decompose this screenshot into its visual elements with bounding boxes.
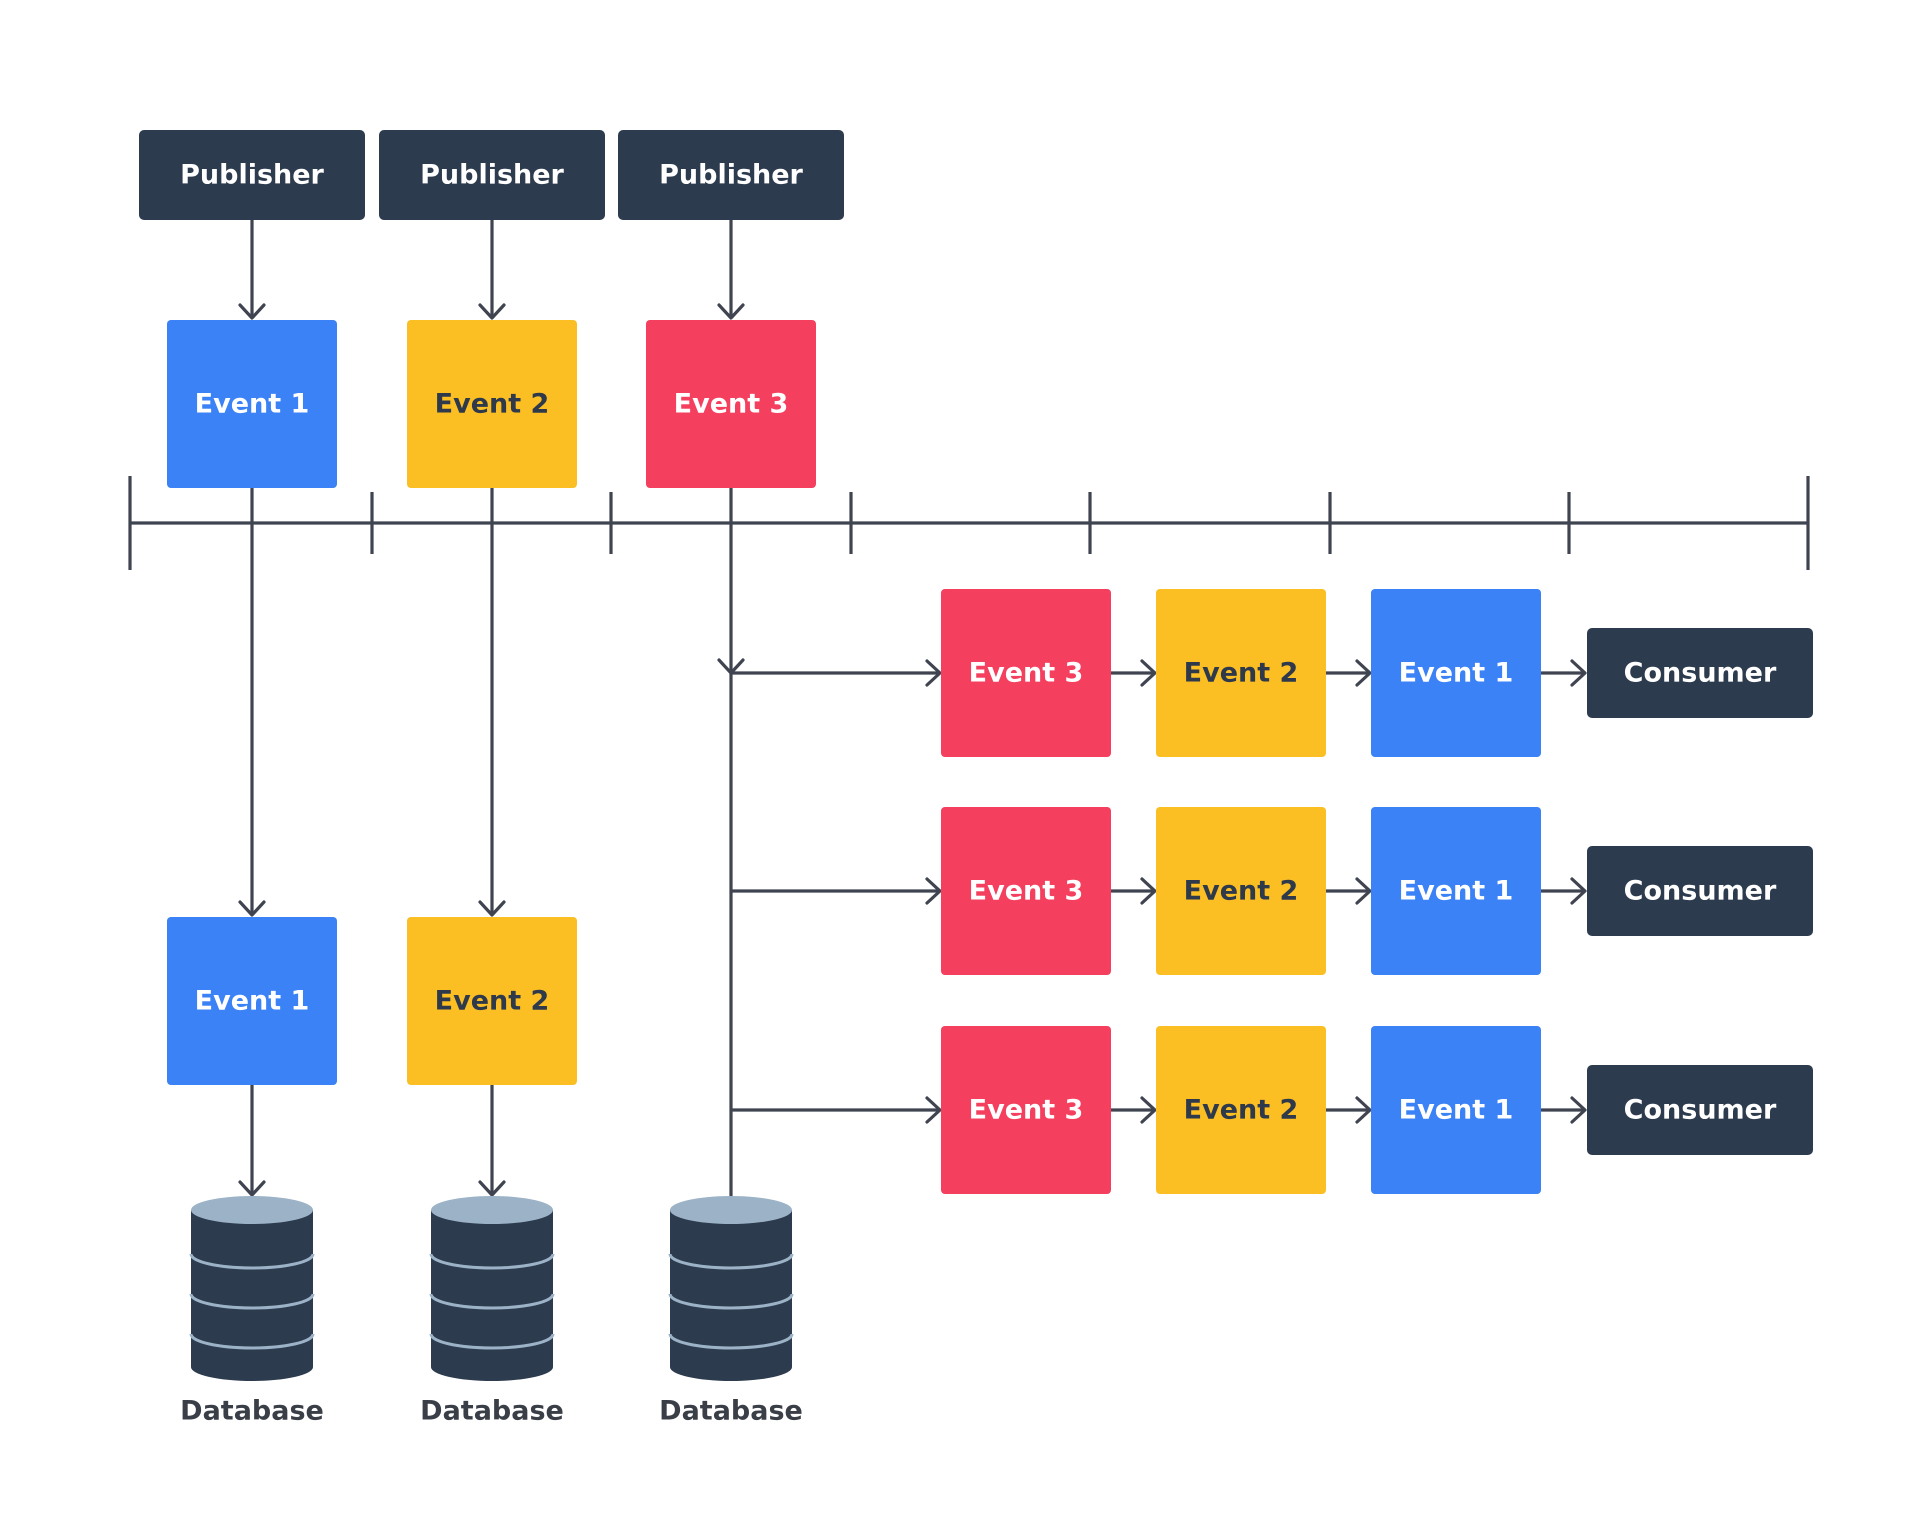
database-band	[189, 1293, 315, 1310]
arrow-head-icon	[478, 900, 506, 917]
event-2-box	[1156, 589, 1326, 757]
database-top	[191, 1196, 313, 1224]
consumer-label: Consumer	[1624, 1095, 1777, 1126]
event-node: Event 2	[407, 320, 577, 488]
event-node: Event 2	[407, 917, 577, 1085]
arrow-head-icon	[1355, 1096, 1372, 1124]
event-label: Event 1	[1399, 658, 1514, 689]
arrow-head-icon	[478, 1180, 506, 1197]
event-label: Event 2	[1184, 876, 1299, 907]
database-band	[668, 1253, 794, 1270]
consumer-row: Event 3 Event 2 Event 1 Consumer	[941, 807, 1813, 975]
event-label: Event 1	[1399, 876, 1514, 907]
event-label: Event 2	[435, 389, 550, 420]
event-label: Event 3	[969, 876, 1084, 907]
event-3-box	[941, 807, 1111, 975]
arrow-head-icon	[717, 303, 745, 320]
database-label: Database	[420, 1396, 564, 1427]
publisher-label: Publisher	[420, 160, 564, 191]
timeline	[128, 476, 1810, 570]
database-top	[431, 1196, 553, 1224]
arrow-head-icon	[925, 1096, 942, 1124]
arrow-head-icon	[1570, 659, 1587, 687]
publisher-label: Publisher	[659, 160, 803, 191]
event-3-box	[646, 320, 816, 488]
arrow-head-icon	[238, 303, 266, 320]
database-band	[429, 1333, 555, 1350]
database-body	[431, 1210, 553, 1381]
event-2-box	[1156, 1026, 1326, 1194]
event-label: Event 1	[1399, 1095, 1514, 1126]
database-band	[189, 1333, 315, 1350]
event-label: Event 2	[435, 986, 550, 1017]
arrow-head-icon	[1140, 877, 1157, 905]
event-1-box	[1371, 1026, 1541, 1194]
consumer-box	[1587, 846, 1813, 936]
arrow-head-icon	[1140, 659, 1157, 687]
arrow-head-icon	[1570, 877, 1587, 905]
stored-events: Event 1 Event 2	[167, 917, 577, 1085]
arrow-head-icon	[925, 659, 942, 687]
event-label: Event 1	[195, 389, 310, 420]
publisher-label: Publisher	[180, 160, 324, 191]
consumer-label: Consumer	[1624, 876, 1777, 907]
consumer-label: Consumer	[1624, 658, 1777, 689]
event-2-box	[407, 917, 577, 1085]
database-label: Database	[659, 1396, 803, 1427]
databases: Database Database Database	[180, 1196, 803, 1427]
database-band	[668, 1333, 794, 1350]
event-2-box	[1156, 807, 1326, 975]
event-3-box	[941, 589, 1111, 757]
event-3-box	[941, 1026, 1111, 1194]
event-node: Event 3	[646, 320, 816, 488]
consumer-row: Event 3 Event 2 Event 1 Consumer	[941, 1026, 1813, 1194]
event-1-box	[1371, 807, 1541, 975]
database-icon: Database	[180, 1196, 324, 1427]
arrow-head-icon	[1140, 1096, 1157, 1124]
connectors	[238, 220, 1587, 1200]
arrow-head-icon	[1355, 659, 1372, 687]
event-label: Event 3	[674, 389, 789, 420]
database-band	[189, 1253, 315, 1270]
event-label: Event 2	[1184, 1095, 1299, 1126]
event-1-box	[167, 320, 337, 488]
publisher-node: Publisher	[139, 130, 365, 220]
database-band	[668, 1293, 794, 1310]
arrow-head-icon	[238, 900, 266, 917]
database-body	[670, 1210, 792, 1381]
arrow-head-icon	[238, 1180, 266, 1197]
publisher-box	[379, 130, 605, 220]
event-2-box	[407, 320, 577, 488]
consumer-box	[1587, 628, 1813, 718]
publisher-node: Publisher	[618, 130, 844, 220]
arrow-head-icon	[478, 303, 506, 320]
consumer-row: Event 3 Event 2 Event 1 Consumer	[941, 589, 1813, 757]
event-1-box	[1371, 589, 1541, 757]
database-band	[429, 1293, 555, 1310]
publishers: Publisher Publisher Publisher	[139, 130, 844, 220]
database-body	[191, 1210, 313, 1381]
database-icon: Database	[420, 1196, 564, 1427]
publisher-box	[618, 130, 844, 220]
database-top	[670, 1196, 792, 1224]
event-1-box	[167, 917, 337, 1085]
event-label: Event 3	[969, 658, 1084, 689]
event-label: Event 3	[969, 1095, 1084, 1126]
event-label: Event 1	[195, 986, 310, 1017]
database-label: Database	[180, 1396, 324, 1427]
database-icon: Database	[659, 1196, 803, 1427]
event-node: Event 1	[167, 320, 337, 488]
consumer-box	[1587, 1065, 1813, 1155]
event-label: Event 2	[1184, 658, 1299, 689]
arrow-head-icon	[1570, 1096, 1587, 1124]
database-band	[429, 1253, 555, 1270]
arrow-head-icon	[1355, 877, 1372, 905]
arrow-head-icon	[925, 877, 942, 905]
publisher-box	[139, 130, 365, 220]
event-node: Event 1	[167, 917, 337, 1085]
publisher-node: Publisher	[379, 130, 605, 220]
published-events: Event 1 Event 2 Event 3	[167, 320, 816, 488]
